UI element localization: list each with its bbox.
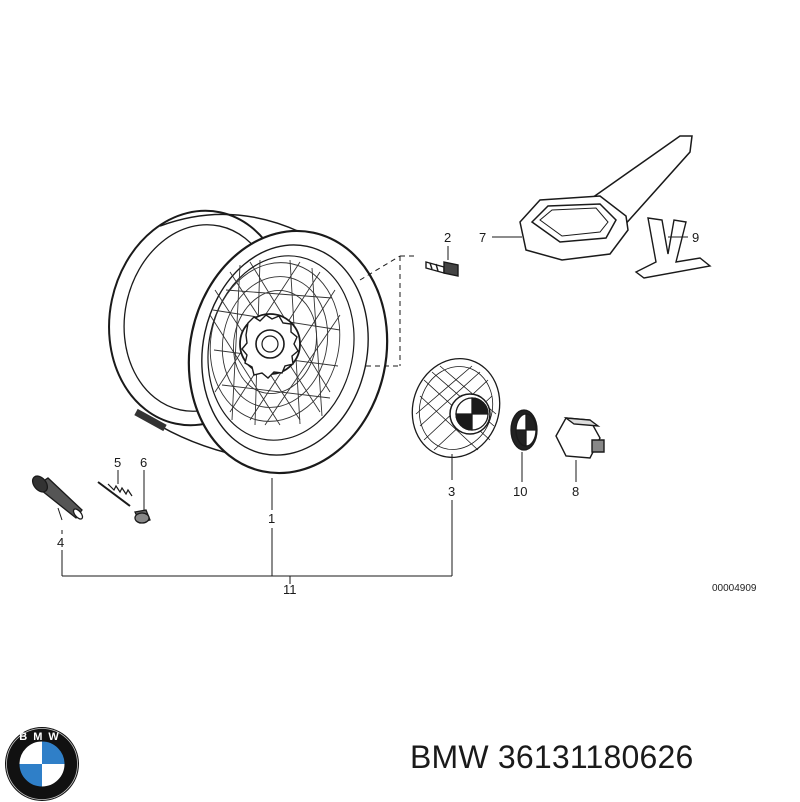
callout-9: 9 (692, 230, 699, 245)
callout-3: 3 (448, 484, 455, 499)
spring-clip (634, 217, 712, 279)
center-cap-star (411, 357, 501, 459)
callout-5: 5 (114, 455, 121, 470)
svg-text:BMW: BMW (19, 731, 65, 743)
hub-cap-wrench (519, 135, 693, 261)
caption-part-number: 36131180626 (497, 739, 694, 775)
wheel-bolt (425, 261, 459, 277)
callout-2: 2 (444, 230, 451, 245)
caption-brand: BMW (410, 739, 489, 775)
callout-1: 1 (268, 511, 275, 526)
callout-4: 4 (57, 535, 64, 550)
callout-10: 10 (513, 484, 527, 499)
valve-insert (97, 481, 133, 507)
tire-valve (31, 475, 84, 520)
callout-6: 6 (140, 455, 147, 470)
leader-lines (57, 236, 688, 584)
callout-labels: 1 2 3 4 5 6 7 8 9 10 11 00004909 (57, 230, 757, 597)
hex-nut (555, 417, 605, 459)
wheel-rim (108, 209, 389, 475)
bmw-logo: BMW (5, 727, 79, 801)
wheel-emblem (510, 409, 538, 451)
callout-8: 8 (572, 484, 579, 499)
part-caption: BMW 36131180626 (410, 739, 694, 776)
valve-cap (134, 509, 151, 524)
callout-7: 7 (479, 230, 486, 245)
diagram-reference-code: 00004909 (712, 583, 757, 594)
wheel-parts-diagram: 1 2 3 4 5 6 7 8 9 10 11 00004909 (31, 135, 757, 597)
callout-11: 11 (283, 582, 297, 597)
